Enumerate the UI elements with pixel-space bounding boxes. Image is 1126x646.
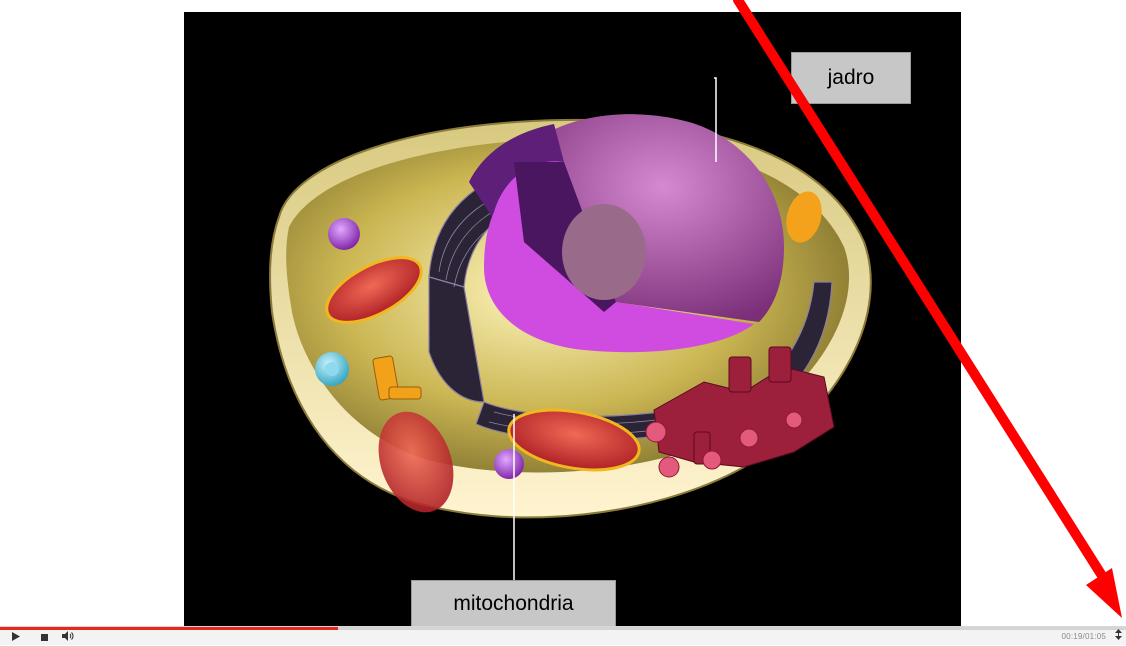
stop-icon (41, 628, 48, 646)
progress-bar[interactable] (0, 627, 1126, 630)
volume-icon (62, 628, 74, 646)
play-button[interactable] (10, 631, 22, 643)
play-icon (12, 628, 20, 646)
stop-button[interactable] (38, 631, 50, 643)
progress-fill (0, 627, 338, 630)
red-arrow-annotation (0, 0, 1126, 626)
volume-button[interactable] (60, 631, 76, 643)
player-controls: 00:19/01:05 (0, 626, 1126, 645)
media-stage: jadro mitochondria (0, 0, 1126, 626)
expand-button[interactable] (1112, 630, 1124, 642)
time-display: 00:19/01:05 (1062, 632, 1106, 641)
expand-icon (1114, 627, 1123, 645)
